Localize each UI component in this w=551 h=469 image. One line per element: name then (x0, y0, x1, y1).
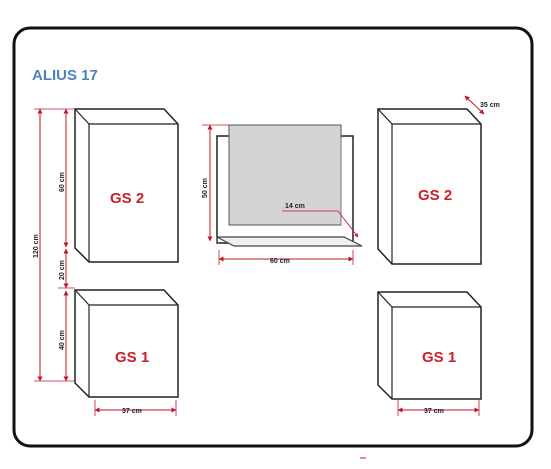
dimension-panel-height: 50 cm (202, 124, 229, 242)
label-panel-height: 50 cm (202, 178, 209, 198)
label-tall-height: 60 cm (59, 172, 66, 192)
cabinet-bottom-left: GS 1 (74, 289, 179, 398)
cabinet-top-left: GS 2 (74, 108, 179, 263)
cabinet-bottom-right: GS 1 (377, 291, 482, 400)
label-width-right: 37 cm (424, 408, 444, 415)
cabinet-label-gs1-left: GS 1 (115, 349, 149, 366)
dimension-short-height: 40 cm (59, 290, 69, 382)
wall-panel (216, 124, 363, 247)
label-short-height: 40 cm (59, 330, 66, 350)
label-panel-width: 60 cm (270, 258, 290, 265)
dimension-width-right: 37 cm (397, 400, 480, 416)
cabinet-label-gs2-right: GS 2 (418, 187, 452, 204)
dimension-width-left: 37 cm (94, 400, 177, 416)
diagram-title: ALIUS 17 (32, 67, 98, 84)
cabinet-top-right: GS 2 (377, 108, 482, 265)
cabinet-label-gs2-left: GS 2 (110, 190, 144, 207)
dimension-gap-height: 20 cm (58, 248, 75, 289)
dimension-shelf-depth: 14 cm (282, 203, 359, 238)
label-total-height: 120 cm (33, 234, 40, 258)
label-shelf-depth: 14 cm (285, 203, 305, 210)
dimension-tall-height: 60 cm (59, 108, 69, 248)
dimension-depth: 35 cm (464, 95, 500, 115)
label-depth: 35 cm (480, 102, 500, 109)
dimension-panel-width: 60 cm (218, 250, 354, 265)
label-width-left: 37 cm (122, 408, 142, 415)
cabinet-label-gs1-right: GS 1 (422, 349, 456, 366)
label-gap-height: 20 cm (59, 260, 66, 280)
